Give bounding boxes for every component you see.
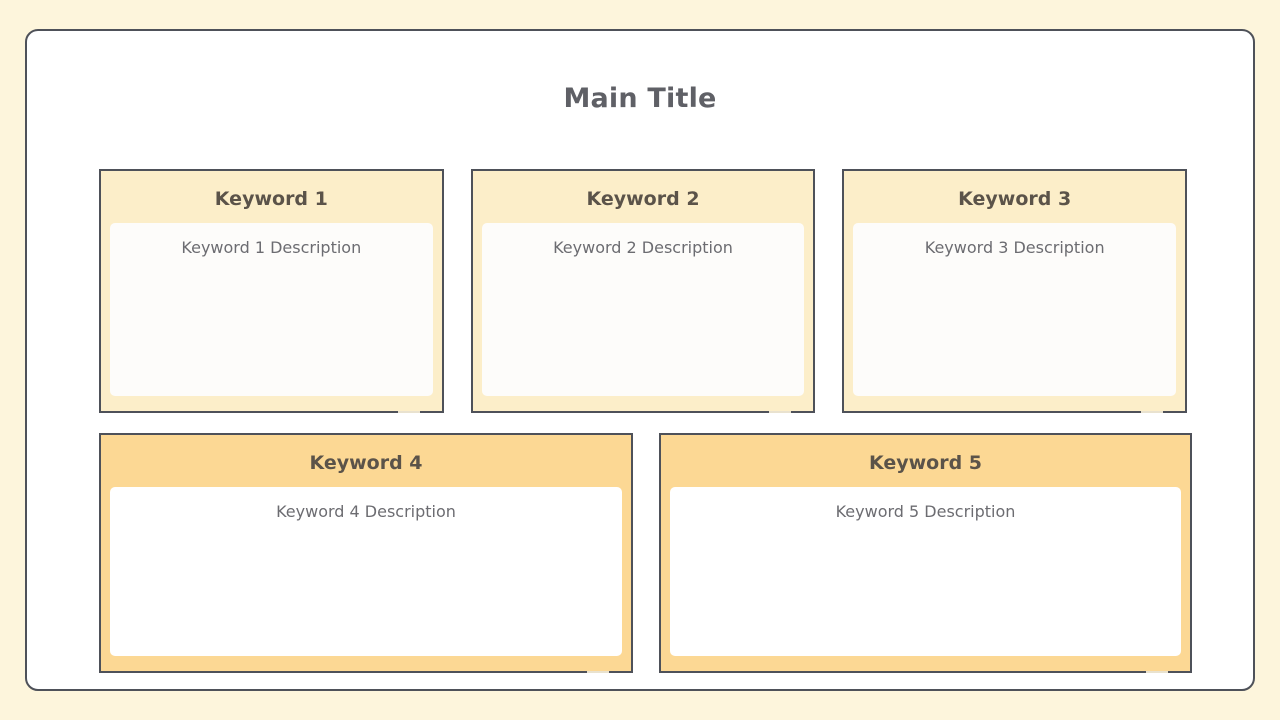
keyword-card-5-heading: Keyword 5: [868, 452, 983, 474]
keyword-card-5-body: Keyword 5 Description: [670, 486, 1181, 656]
keyword-card-1[interactable]: Keyword 1 Keyword 1 Description: [99, 169, 444, 413]
keyword-card-3[interactable]: Keyword 3 Keyword 3 Description: [842, 169, 1188, 413]
slide-frame: Main Title Keyword 1 Keyword 1 Descripti…: [25, 29, 1255, 691]
keyword-card-1-heading: Keyword 1: [214, 188, 328, 210]
card-row-top: Keyword 1 Keyword 1 Description Keyword …: [99, 169, 1188, 413]
keyword-card-3-heading: Keyword 3: [958, 188, 1072, 210]
card-corner-mark-icon: [1141, 411, 1164, 413]
keyword-card-1-body: Keyword 1 Description: [110, 222, 433, 396]
card-corner-mark-icon: [397, 411, 420, 413]
keyword-card-2-heading: Keyword 2: [586, 188, 700, 210]
keyword-card-3-body: Keyword 3 Description: [853, 222, 1177, 396]
card-grid: Keyword 1 Keyword 1 Description Keyword …: [99, 169, 1192, 673]
keyword-card-5-description: Keyword 5 Description: [835, 501, 1016, 521]
keyword-card-4-description: Keyword 4 Description: [276, 501, 456, 521]
card-corner-mark-icon: [587, 671, 609, 673]
keyword-card-2-description: Keyword 2 Description: [553, 237, 733, 257]
keyword-card-2-body: Keyword 2 Description: [481, 222, 805, 396]
keyword-card-4-body: Keyword 4 Description: [110, 486, 622, 656]
card-corner-mark-icon: [1146, 671, 1168, 673]
card-row-bottom: Keyword 4 Keyword 4 Description Keyword …: [99, 433, 1192, 673]
keyword-card-4-heading: Keyword 4: [309, 452, 423, 474]
page-title: Main Title: [563, 83, 717, 114]
keyword-card-3-description: Keyword 3 Description: [924, 237, 1105, 257]
keyword-card-2[interactable]: Keyword 2 Keyword 2 Description: [470, 169, 816, 413]
keyword-card-1-description: Keyword 1 Description: [181, 237, 362, 257]
keyword-card-4[interactable]: Keyword 4 Keyword 4 Description: [99, 433, 633, 673]
card-corner-mark-icon: [769, 411, 792, 413]
keyword-card-5[interactable]: Keyword 5 Keyword 5 Description: [659, 433, 1192, 673]
